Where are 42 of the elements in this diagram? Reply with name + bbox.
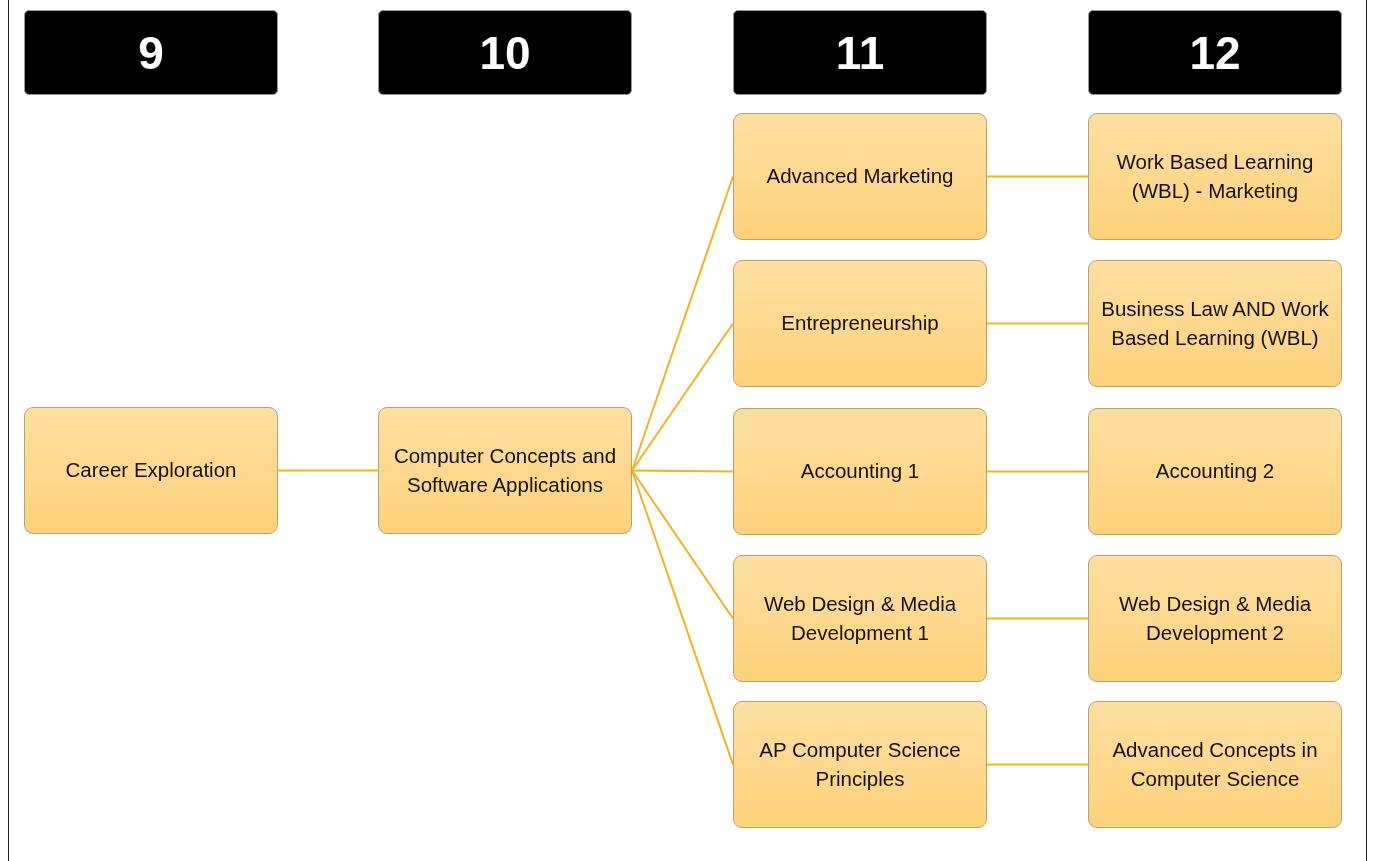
course-title: Accounting 1: [800, 458, 920, 485]
course-title: Business Law AND Work Based Learning (WBL): [1100, 295, 1330, 351]
course-box: [733, 113, 987, 240]
connector-line: [277, 469, 379, 472]
connector-line: [631, 469, 734, 473]
course-title: Web Design & Media Development 1: [762, 590, 958, 646]
connector-line: [986, 617, 1089, 620]
grade-number: 9: [138, 25, 164, 80]
connector-line: [986, 175, 1089, 178]
connector-line: [986, 322, 1089, 325]
grade-header: [733, 10, 987, 95]
course-title: Entrepreneurship: [781, 310, 939, 337]
course-title: Career Exploration: [65, 457, 237, 484]
course-box: [1088, 555, 1342, 682]
grade-number: 11: [835, 25, 885, 80]
course-title: Work Based Learning (WBL) - Marketing: [1115, 148, 1315, 204]
connector-line: [986, 470, 1089, 473]
course-box: [733, 701, 987, 828]
course-box: [378, 407, 632, 534]
connector-line: [631, 469, 734, 620]
course-box: [733, 260, 987, 387]
grade-header: [378, 10, 632, 95]
course-box: [1088, 113, 1342, 240]
course-box: [1088, 260, 1342, 387]
connector-line: [631, 469, 734, 766]
course-title: Advanced Marketing: [766, 163, 954, 190]
grade-header: [24, 10, 278, 95]
course-title: Accounting 2: [1155, 458, 1275, 485]
grade-number: 10: [479, 25, 531, 80]
grade-header: [1088, 10, 1342, 95]
course-box: [733, 555, 987, 682]
course-title: AP Computer Science Principles: [758, 736, 962, 792]
course-box: [1088, 701, 1342, 828]
course-box: [733, 408, 987, 535]
grade-number: 12: [1189, 25, 1241, 80]
course-title: Advanced Concepts in Computer Science: [1111, 736, 1319, 792]
connector-line: [631, 322, 734, 472]
course-box: [1088, 408, 1342, 535]
course-title: Web Design & Media Development 2: [1117, 590, 1313, 646]
course-box: [24, 407, 278, 534]
connector-line: [986, 763, 1089, 766]
course-title: Computer Concepts and Software Applications: [392, 442, 618, 498]
